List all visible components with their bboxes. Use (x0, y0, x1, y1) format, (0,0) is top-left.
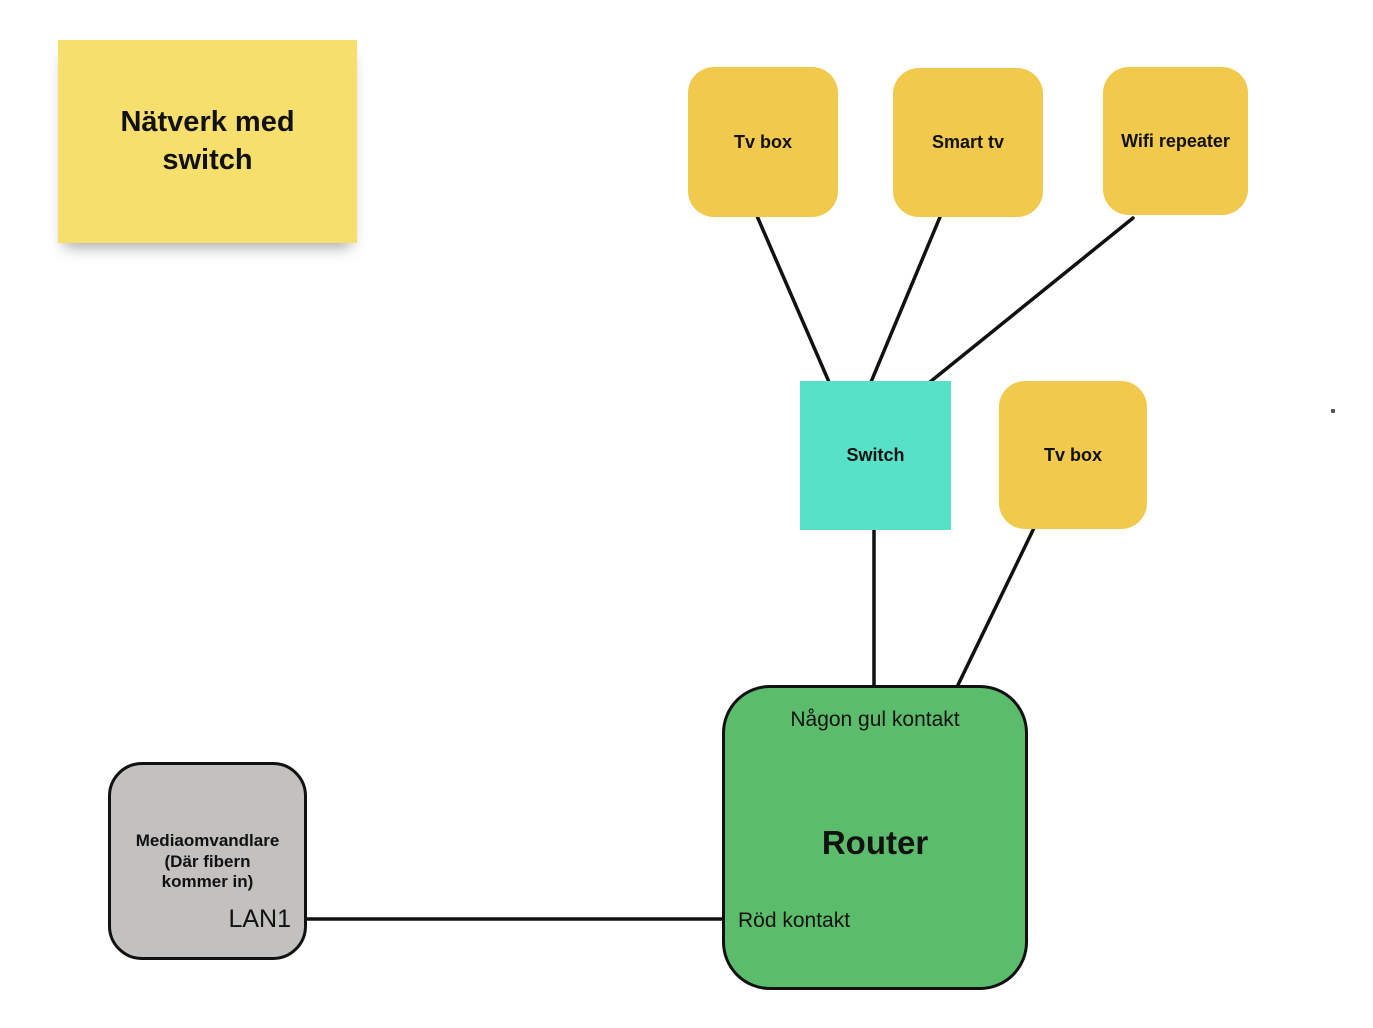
node-switch[interactable]: Switch (800, 381, 951, 530)
node-router[interactable]: Någon gul kontakt Router Röd kontakt (722, 685, 1028, 990)
media-converter-label: Mediaomvandlare (Där fibern kommer in) (111, 831, 304, 893)
node-tv-box-2[interactable]: Tv box (999, 381, 1147, 529)
sticky-note-title[interactable]: Nätverk med switch (58, 40, 357, 243)
media-converter-port-lan1: LAN1 (228, 905, 291, 933)
node-tv-box-1-label: Tv box (733, 131, 792, 152)
node-smart-tv[interactable]: Smart tv (893, 68, 1043, 217)
sticky-note-line-2: switch (162, 143, 253, 176)
sticky-note-text: Nätverk med switch (120, 104, 294, 179)
connector-tv-box-2-to-router[interactable] (955, 526, 1036, 689)
stray-dot (1331, 409, 1335, 413)
router-label: Router (821, 824, 929, 861)
node-smart-tv-label: Smart tv (931, 132, 1005, 152)
sticky-note-line-1: Nätverk med (120, 105, 295, 138)
media-converter-line-1: Mediaomvandlare (135, 831, 280, 850)
node-tv-box-1[interactable]: Tv box (688, 67, 838, 217)
node-wifi-repeater-label: Wifi repeater (1121, 130, 1230, 151)
router-bottom-port-label: Röd kontakt (738, 909, 851, 932)
connector-tv-box-1-to-switch[interactable] (755, 214, 831, 384)
router-top-port-label: Någon gul kontakt (790, 708, 960, 731)
connector-smart-tv-to-switch[interactable] (869, 215, 942, 384)
node-switch-label: Switch (846, 445, 905, 465)
connector-wifi-repeater-to-switch[interactable] (928, 216, 1135, 384)
media-converter-line-3: kommer in) (161, 872, 254, 892)
node-media-converter[interactable]: Mediaomvandlare (Där fibern kommer in) L… (108, 762, 307, 960)
media-converter-line-2: (Där fibern (164, 851, 251, 871)
node-wifi-repeater[interactable]: Wifi repeater (1103, 67, 1248, 215)
node-tv-box-2-label: Tv box (1043, 444, 1102, 465)
